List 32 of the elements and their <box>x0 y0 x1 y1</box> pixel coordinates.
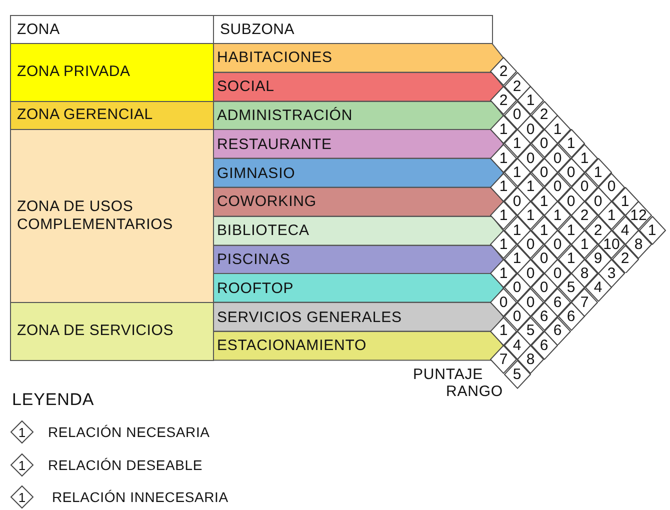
column-header: ZONA <box>16 20 60 38</box>
legend-text: RELACIÓN DESEABLE <box>48 457 202 473</box>
subzone-label: COWORKING <box>217 192 316 212</box>
subzone-label: GIMNASIO <box>217 164 296 184</box>
diamond-icon: 1 <box>10 420 34 444</box>
zone-label: ZONA DE SERVICIOS <box>16 322 174 340</box>
subzone-label: BIBLIOTECA <box>217 221 310 242</box>
row-label: PUNTAJE <box>413 366 484 383</box>
subzone-label: SERVICIOS GENERALES <box>217 308 402 328</box>
row-label: RANGO <box>446 383 504 400</box>
header-cell <box>213 15 493 44</box>
zone-label: ZONA DE USOS COMPLEMENTARIOS <box>16 198 174 234</box>
subzone-label: ADMINISTRACIÓN <box>217 106 353 126</box>
subzone-label: ESTACIONAMIENTO <box>217 336 367 356</box>
zone-label: ZONA PRIVADA <box>16 63 130 82</box>
diamond-icon: 1 <box>10 485 34 509</box>
legend-text: RELACIÓN NECESARIA <box>48 424 210 440</box>
header-cell <box>10 15 214 44</box>
diamond-icon: 1 <box>10 453 34 477</box>
zone-box <box>10 302 214 361</box>
subzone-label: RESTAURANTE <box>217 134 332 155</box>
subzone-label: HABITACIONES <box>217 48 332 68</box>
zone-box <box>10 100 214 130</box>
zone-label: ZONA GERENCIAL <box>16 106 153 124</box>
legend-text: RELACIÓN INNECESARIA <box>52 489 228 505</box>
subzone-label: SOCIAL <box>217 77 274 98</box>
legend-title: LEYENDA <box>12 390 94 410</box>
subzone-label: ROOFTOP <box>217 278 294 299</box>
zone-box <box>10 43 214 102</box>
subzone-label: PISCINAS <box>217 250 290 270</box>
column-header: SUBZONA <box>219 20 295 38</box>
zone-box <box>10 129 214 304</box>
